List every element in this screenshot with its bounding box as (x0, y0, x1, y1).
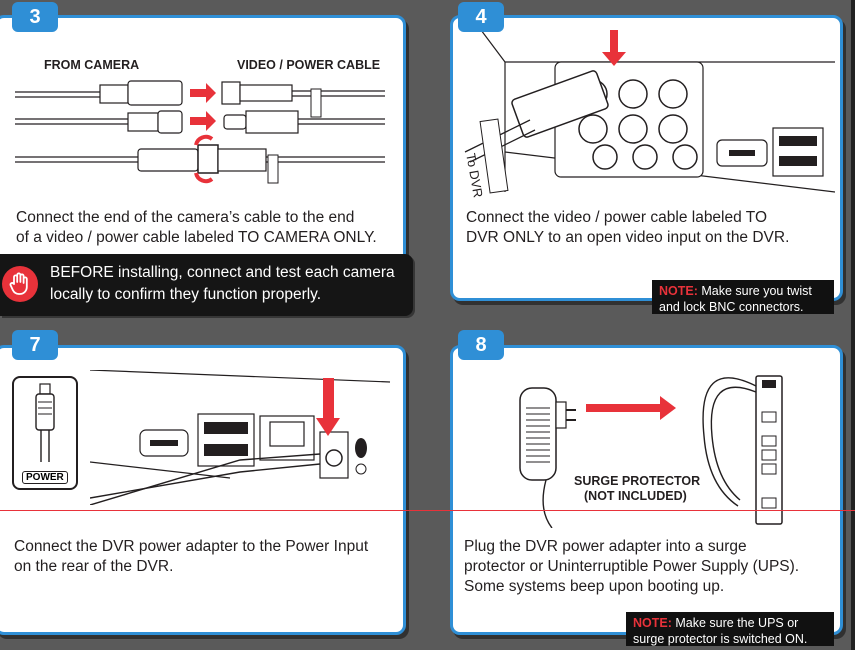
step-7-description: Connect the DVR power adapter to the Pow… (14, 538, 369, 575)
bluetooth-icon (355, 438, 367, 458)
power-icon-box: POWER (12, 376, 78, 490)
stop-hand-icon (2, 266, 38, 302)
video-power-cable-label: VIDEO / POWER CABLE (237, 58, 380, 72)
step-3-number: 3 (12, 2, 58, 32)
arrow-right-icon (190, 111, 216, 131)
step-4-note: NOTE: Make sure you twist and lock BNC c… (652, 280, 834, 314)
note-text: Make sure the UPS or surge protector is … (633, 616, 808, 646)
surge-label-1: SURGE PROTECTOR (574, 474, 700, 488)
page-edge (851, 0, 855, 650)
red-guide-line (0, 510, 855, 511)
step-3-illustration: FROM CAMERA VIDEO / POWER CABLE (15, 58, 385, 184)
step-7-illustration (90, 370, 391, 505)
step-8-note: NOTE: Make sure the UPS or surge protect… (626, 612, 834, 646)
arrow-down-icon (316, 418, 340, 436)
arrow-right-icon (586, 396, 676, 420)
step-3-description: Connect the end of the camera’s cable to… (16, 209, 377, 246)
step-4-description: Connect the video / power cable labeled … (466, 209, 790, 246)
step-7-number: 7 (12, 330, 58, 360)
power-adapter-icon (519, 387, 557, 481)
arrow-right-icon (190, 83, 216, 103)
step-4-number: 4 (458, 2, 504, 32)
twist-arrow-icon (194, 134, 214, 146)
from-camera-label: FROM CAMERA (44, 58, 139, 72)
note-text: Make sure you twist and lock BNC connect… (659, 284, 812, 314)
power-label: POWER (22, 471, 68, 484)
arrow-down-icon (602, 30, 626, 66)
note-prefix: NOTE: (633, 616, 672, 630)
surge-label-2: (NOT INCLUDED) (584, 489, 687, 503)
twist-arrow-icon (194, 172, 214, 184)
step-8-number: 8 (458, 330, 504, 360)
note-prefix: NOTE: (659, 284, 698, 298)
warning-banner: BEFORE installing, connect and test each… (0, 254, 413, 316)
step-8-illustration: SURGE PROTECTOR (NOT INCLUDED) (519, 375, 783, 528)
warning-text: BEFORE installing, connect and test each… (50, 264, 395, 303)
step-4-illustration (464, 22, 835, 194)
power-plug-icon (35, 383, 55, 462)
step-8-description: Plug the DVR power adapter into a surge … (464, 538, 800, 595)
